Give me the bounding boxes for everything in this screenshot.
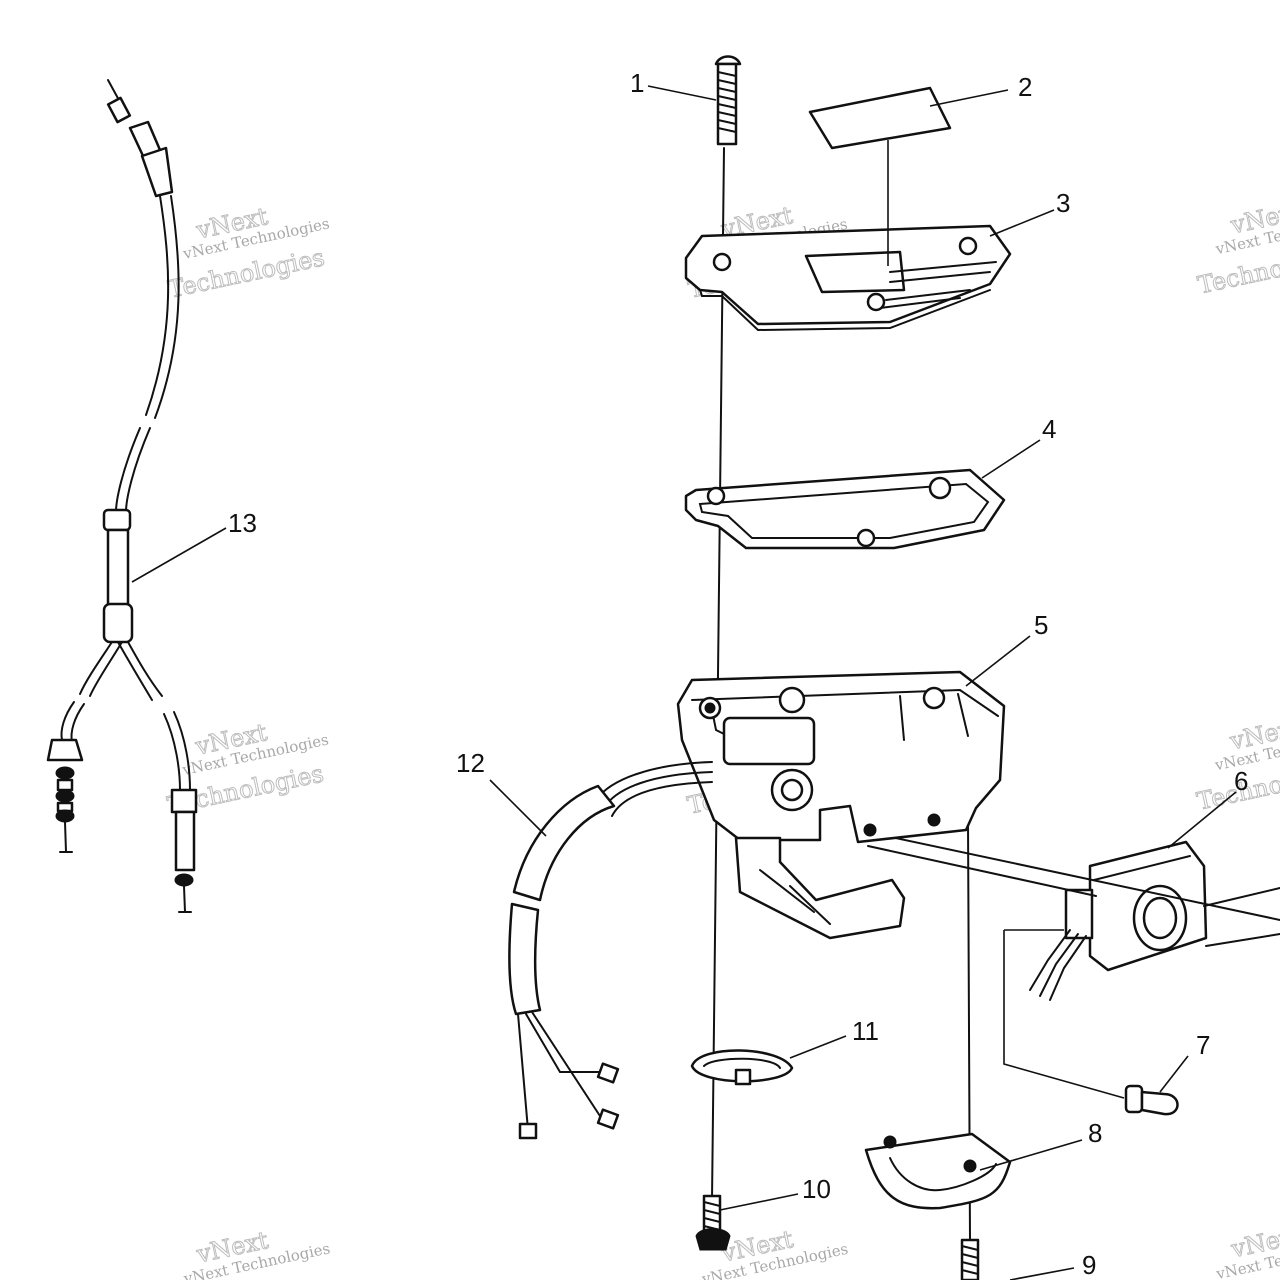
part-10-screw — [695, 1194, 731, 1251]
part-2-decal — [808, 86, 952, 150]
part-7-bulb — [1124, 1084, 1179, 1116]
callout-3: 3 — [1056, 188, 1070, 218]
part-6-switch-housing — [1003, 840, 1280, 1099]
watermark-left-top: vNext vNext Technologies Technologies — [165, 202, 331, 305]
part-8-clamp — [864, 1132, 1012, 1210]
alignment-line — [711, 147, 725, 1201]
watermark-right-bottom: vNext vNext Technologies — [1214, 1220, 1280, 1280]
callout-9: 9 — [1082, 1250, 1096, 1280]
callout-labels: 1 2 3 4 5 6 7 8 9 10 11 12 13 — [228, 68, 1248, 1280]
callout-10: 10 — [802, 1174, 831, 1204]
callout-7: 7 — [1196, 1030, 1210, 1060]
callout-8: 8 — [1088, 1118, 1102, 1148]
callout-2: 2 — [1018, 72, 1032, 102]
part-5-throttle-block — [676, 670, 1280, 940]
part-11-clip — [690, 1049, 794, 1086]
part-4-gasket — [684, 468, 1006, 550]
part-9-screw — [960, 1238, 980, 1280]
callout-11: 11 — [852, 1016, 879, 1046]
callout-6: 6 — [1234, 766, 1248, 796]
part-12-wiring-harness — [508, 761, 713, 1140]
callout-4: 4 — [1042, 414, 1056, 444]
part-1-screw — [714, 55, 742, 146]
part-13-throttle-cable — [46, 79, 198, 913]
callout-1: 1 — [630, 68, 644, 98]
callout-12: 12 — [456, 748, 485, 778]
watermark-left-bottom: vNext vNext Technologies — [181, 1226, 331, 1280]
leader-lines — [131, 85, 1237, 1280]
callout-5: 5 — [1034, 610, 1048, 640]
watermark-right-top: vNext vNext Technologies Technologies — [1195, 196, 1280, 300]
watermark-right-mid: vNext vNext Technologies Technologies — [1194, 712, 1280, 816]
part-3-cover — [684, 224, 1012, 332]
callout-13: 13 — [228, 508, 257, 538]
